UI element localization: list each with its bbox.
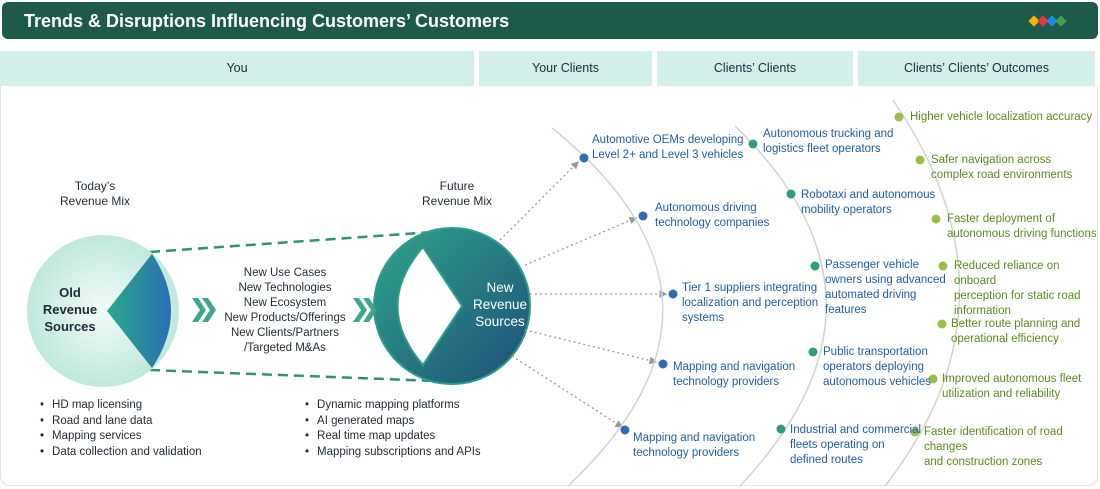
clients-client-label: Public transportation operators deployin…	[823, 346, 932, 388]
list-item: Mapping services	[40, 429, 202, 445]
list-item: Dynamic mapping platforms	[305, 398, 481, 414]
clients-client-label: Passenger vehicle owners using advanced …	[825, 259, 946, 316]
old-revenue-wedge	[107, 254, 171, 368]
today-heading: Today’s Revenue Mix	[59, 179, 131, 208]
clients-clients-dots	[748, 139, 820, 434]
clients-client-label: Robotaxi and autonomous mobility operato…	[801, 189, 936, 216]
column-header-clients-clients: Clients’ Clients	[657, 51, 853, 86]
funnel-top-line	[149, 228, 463, 254]
diagram-panel	[0, 86, 1098, 486]
client-label: Automotive OEMs developing Level 2+ and …	[592, 134, 744, 161]
new-revenue-wedge	[396, 245, 464, 367]
outcome-label: Higher vehicle localization accuracy	[910, 111, 1093, 123]
chevron-right-icon	[353, 298, 377, 322]
title-bar: Trends & Disruptions Influencing Custome…	[2, 2, 1098, 39]
client-label: Autonomous driving technology companies	[655, 202, 770, 229]
old-revenue-label: Old Revenue Sources	[42, 285, 98, 334]
arc-outcomes	[884, 99, 961, 487]
column-header-outcomes: Clients’ Clients’ Outcomes	[858, 51, 1095, 86]
outcome-label: Faster deployment of autonomous driving …	[947, 213, 1097, 240]
column-header-your-clients: Your Clients	[479, 51, 652, 86]
old-sources-list: HD map licensing Road and lane data Mapp…	[40, 398, 202, 460]
outcome-label: Improved autonomous fleet utilization an…	[942, 373, 1082, 400]
outcome-label: Faster identification of road changes an…	[924, 426, 1063, 468]
list-item: Mapping subscriptions and APIs	[305, 445, 481, 461]
outcome-label: Safer navigation across complex road env…	[931, 154, 1073, 181]
clients-client-label: Autonomous trucking and logistics fleet …	[763, 128, 894, 155]
new-sources-list: Dynamic mapping platforms AI generated m…	[305, 398, 481, 460]
client-dots	[579, 153, 678, 435]
clients-client-label: Industrial and commercial fleets operati…	[790, 424, 922, 466]
client-label: Tier 1 suppliers integrating localizatio…	[682, 282, 819, 324]
client-label: Mapping and navigation technology provid…	[633, 432, 756, 459]
outcome-label: Reduced reliance on onboard perception f…	[954, 260, 1081, 317]
column-header-you: You	[0, 51, 474, 86]
brand-logo-icon	[1028, 15, 1067, 27]
future-heading: Future Revenue Mix	[421, 179, 493, 208]
list-item: AI generated maps	[305, 414, 481, 430]
outcome-dots	[894, 112, 948, 437]
arc-clients-clients	[734, 125, 827, 487]
funnel-bottom-line	[149, 368, 463, 384]
list-item: Road and lane data	[40, 414, 202, 430]
list-item: HD map licensing	[40, 398, 202, 414]
new-revenue-label: New Revenue Sources	[472, 280, 528, 329]
chevron-right-icon	[192, 298, 216, 322]
client-label: Mapping and navigation technology provid…	[673, 361, 796, 388]
list-item: Data collection and validation	[40, 445, 202, 461]
page-title: Trends & Disruptions Influencing Custome…	[24, 11, 510, 31]
arc-your-clients	[551, 127, 664, 487]
list-item: Real time map updates	[305, 429, 481, 445]
outcome-label: Better route planning and operational ef…	[951, 318, 1081, 345]
fanout-arrows	[499, 161, 668, 428]
drivers-list: New Use Cases New Technologies New Ecosy…	[224, 267, 346, 354]
